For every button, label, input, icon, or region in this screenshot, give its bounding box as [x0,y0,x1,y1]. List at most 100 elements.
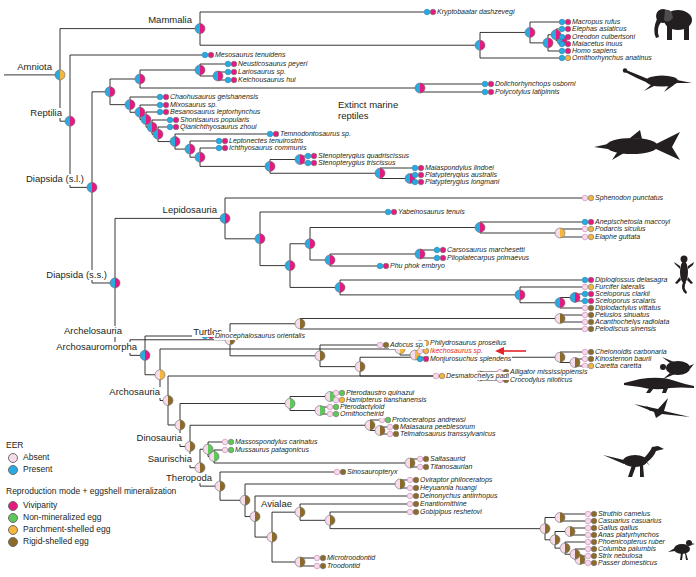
taxon-label: Ornithocheirid [339,410,385,418]
tip-dot [434,255,440,261]
pie-outline [565,527,575,537]
tip-dot [228,439,234,445]
tip-dot [305,160,311,166]
branch-line [200,12,424,13]
tip-dot [225,61,231,67]
tip-dot [588,226,594,232]
taxon-label: Troodontid [326,562,361,570]
tip-dot [591,532,597,538]
pie-reproduction [320,406,325,416]
tip-dot [559,26,565,32]
pie-eer [555,352,560,362]
pie-reproduction [330,255,335,265]
tip-dot [588,284,594,290]
clade-label: Theropoda [165,473,213,483]
tip-dot [588,277,594,283]
node-pie [525,27,535,37]
node-pie [325,515,335,525]
pie-eer [555,298,560,308]
pie-eer [285,261,290,271]
branch-line [158,127,167,128]
theropod-silhouette [603,446,664,477]
pie-reproduction [400,479,405,489]
tip-dot [440,255,446,261]
pie-reproduction [580,555,585,565]
taxon-label: Philydrosaurus proseilus [429,339,507,347]
branch-line [330,528,545,529]
tip-dot [216,145,222,151]
pie-reproduction [145,350,150,360]
node-pie [555,298,565,308]
tip-dot [173,117,179,123]
pie-outline [155,370,165,380]
node-pie [555,513,565,523]
taxon-label: Alligator mississippiensis [509,368,588,376]
branch-line [175,134,267,135]
tip-dot [565,48,571,54]
tip-dot [412,179,418,185]
pie-reproduction [555,535,560,545]
node-pie [315,351,325,361]
pie-eer [325,255,330,265]
node-pie [560,543,570,553]
pie-reproduction [214,452,219,462]
tip-dot [413,501,419,507]
branch-line [225,198,582,199]
branch-line [200,166,270,167]
node-pie [355,362,365,372]
branch-line [130,97,157,98]
branch-line [4,74,60,75]
tip-dot [163,102,169,108]
tip-dot [393,424,399,430]
taxon-label: Titanosaurian [429,463,473,471]
tip-dot [222,138,228,144]
pie-outline [570,358,580,368]
pie-reproduction [218,71,223,81]
node-pie [87,182,97,192]
pie-reproduction [560,228,565,238]
tip-dot [340,469,346,475]
pie-reproduction [575,549,580,559]
branch-line [200,45,480,46]
tip-dot [385,417,391,423]
tip-dot [559,41,565,47]
pie-reproduction [158,129,163,139]
pie-eer [265,161,270,171]
pie-reproduction [272,532,277,542]
node-pie [555,352,565,362]
pie-outline [240,495,250,505]
pie-reproduction [520,290,525,300]
legend-text: Absent [23,453,49,462]
branch-line [520,287,582,288]
branch-line [230,355,320,356]
pie-reproduction [180,420,185,430]
pie-eer [175,420,180,430]
pie-eer [315,406,320,416]
branch-line [565,542,585,543]
pie-outline [560,543,570,553]
branch-line [520,302,560,303]
tip-dot [225,69,231,75]
pie-outline [295,155,305,165]
tip-dot [585,539,591,545]
taxon-label: Adocus sp. [389,341,426,349]
branch-line [480,32,530,33]
pie-outline [570,549,580,559]
pie-outline [415,249,425,259]
pie-eer [325,515,330,525]
pie-outline [285,399,295,409]
tip-dot [333,411,339,417]
tip-dot [413,477,419,483]
pie-reproduction [570,527,575,537]
branch-line [60,28,200,29]
pie-eer [285,399,290,409]
pie-reproduction [270,161,275,171]
pie-reproduction [310,239,315,249]
branch-line [140,105,157,106]
pie-outline [295,507,305,517]
pie-outline [555,352,565,362]
ichthyosaur-silhouette [594,130,680,160]
taxon-label: Elephas asiaticus [571,25,627,33]
node-pie [170,137,180,147]
